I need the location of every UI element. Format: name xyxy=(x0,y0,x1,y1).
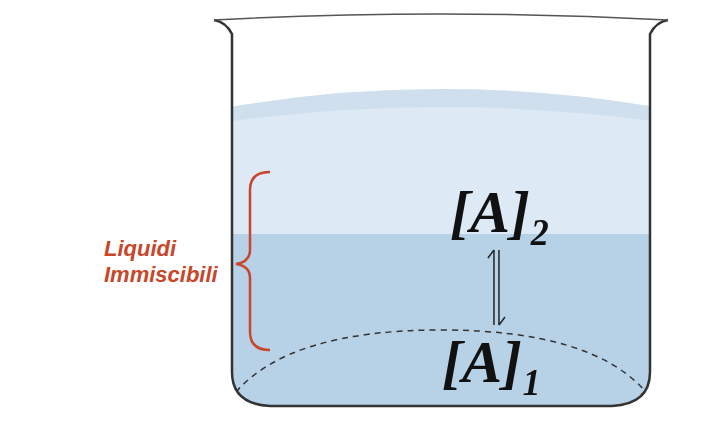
liquid-layer-concentration: [A]₁ xyxy=(434,329,551,396)
concentration-text: [A]₁ xyxy=(442,331,543,394)
lower-liquid xyxy=(225,234,665,414)
beaker-rim xyxy=(214,14,668,20)
upper-liquid xyxy=(225,89,660,235)
bracket-label: Liquidi Immiscibili xyxy=(104,236,224,288)
equilibrium-arrow xyxy=(488,250,505,325)
bottom-dashed-ellipse xyxy=(236,330,646,392)
beaker-outline xyxy=(214,20,668,406)
upper-liquid-shade xyxy=(225,89,660,122)
bracket xyxy=(236,172,270,350)
liquid-layer-concentration: [A]₂ xyxy=(442,179,559,246)
concentration-text: [A]₂ xyxy=(450,181,551,244)
